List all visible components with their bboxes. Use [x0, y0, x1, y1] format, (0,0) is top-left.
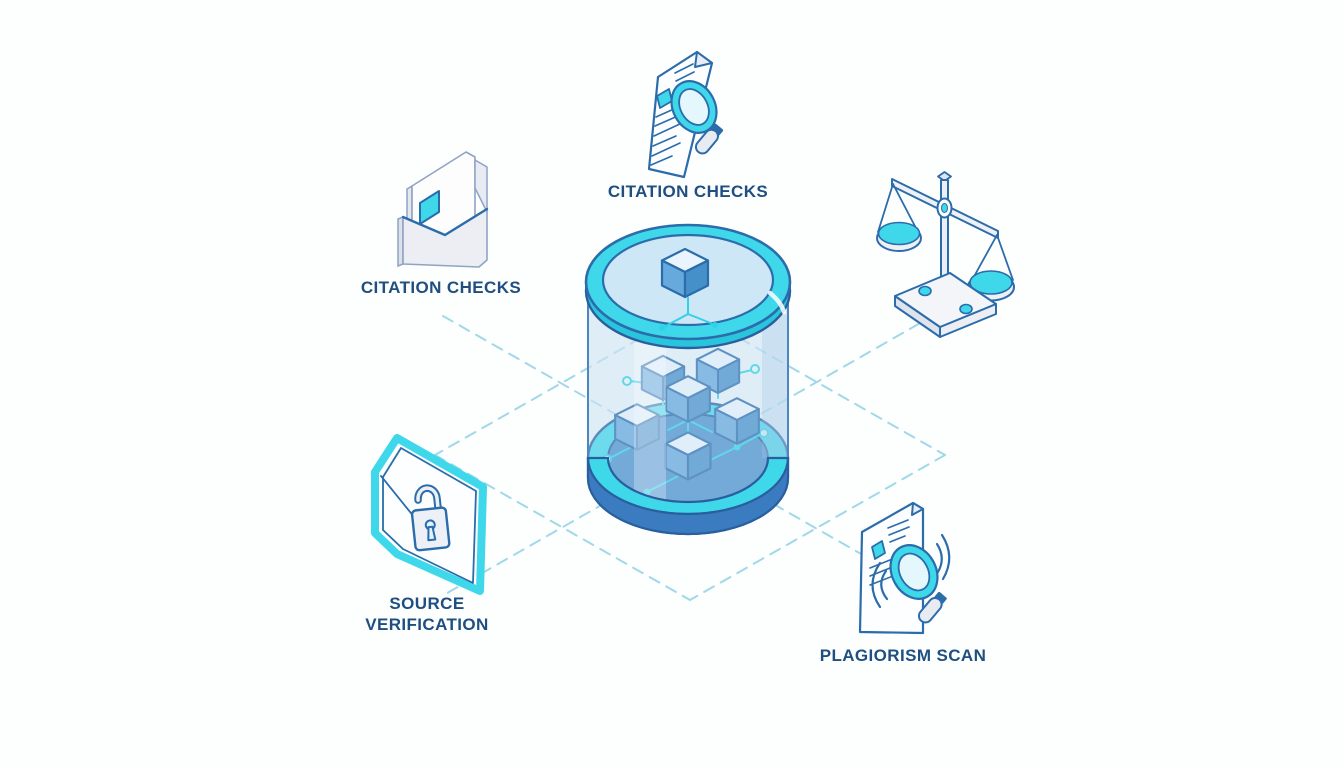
bottom-left-label-line2: VERIFICATION	[365, 615, 489, 634]
lock-icon	[410, 484, 451, 552]
magnifier-handle	[694, 123, 724, 155]
left-folder-label: CITATION CHECKS	[361, 278, 521, 297]
lock-panel-icon	[371, 434, 487, 595]
balance-scale-icon	[876, 171, 1015, 338]
glass-cylinder-data-network	[584, 223, 792, 536]
top-cube	[660, 247, 710, 299]
magnifier-ring	[670, 80, 718, 134]
document-scan-magnifier-icon	[858, 501, 951, 635]
document-magnifier-icon	[647, 50, 724, 179]
top-cube-connector	[663, 297, 714, 328]
scan-wave-arcs	[871, 533, 951, 609]
teal-square	[419, 190, 440, 225]
bottom-left-label-line1: SOURCE	[389, 594, 464, 613]
bottom-right-label: PLAGIORISM SCAN	[820, 646, 987, 665]
top-document-label: CITATION CHECKS	[608, 182, 768, 201]
magnifier-handle	[917, 591, 947, 624]
magnifier-ring	[889, 544, 939, 600]
folder-document-icon	[397, 151, 489, 268]
teal-diamond	[871, 540, 886, 560]
